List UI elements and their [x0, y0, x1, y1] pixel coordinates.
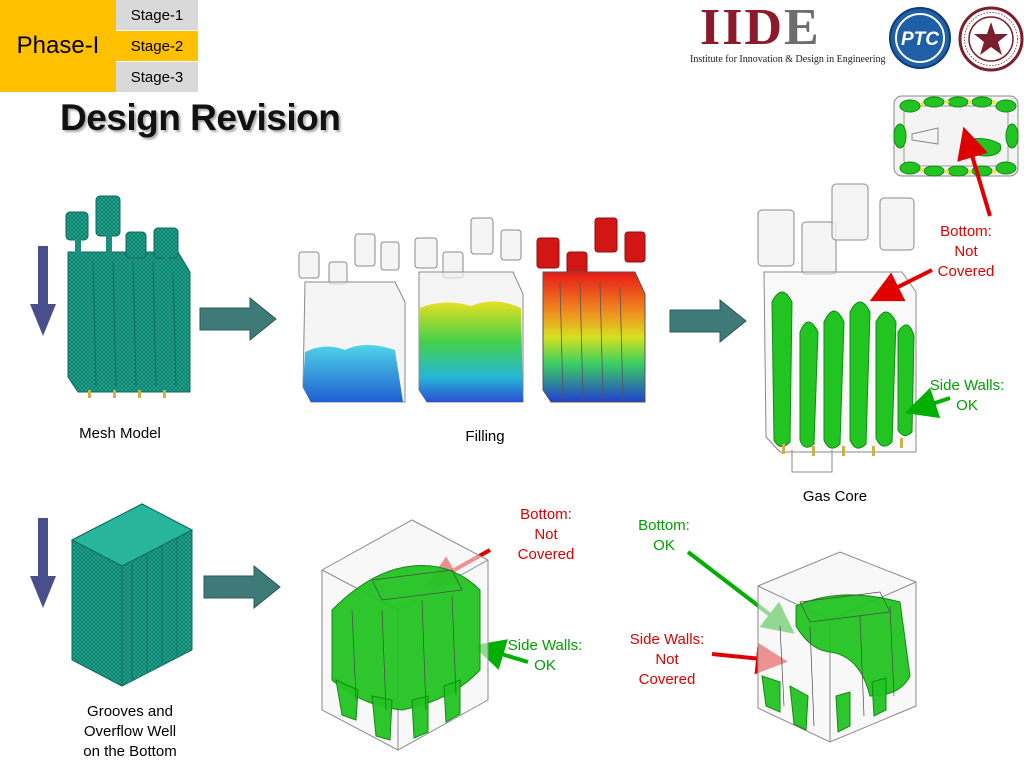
side-walls-ok-note: Side Walls: OK [922, 376, 1012, 416]
filling-caption: Filling [465, 428, 505, 445]
stage-3-label: Stage-3 [116, 62, 198, 92]
row2-side-walls-not-covered-note: Side Walls: Not Covered [618, 630, 716, 690]
row2-bottom-ok-note: Bottom: OK [626, 516, 702, 556]
gas-core-caption: Gas Core [802, 488, 868, 505]
green-arrow-icon [904, 387, 951, 419]
revised-gas-core-image-b [757, 551, 917, 743]
down-arrow-icon [30, 246, 56, 336]
note-line: OK [956, 397, 978, 414]
flow-arrow-icon [199, 296, 277, 342]
row2-side-walls-ok-note: Side Walls: OK [500, 636, 590, 676]
note-line: OK [653, 537, 675, 554]
grooves-mesh-image [70, 503, 194, 687]
down-arrow-icon [30, 518, 56, 608]
note-line: Not [534, 526, 558, 543]
note-line: Covered [638, 671, 696, 688]
note-line: Covered [517, 546, 575, 563]
mesh-model-image [58, 192, 203, 412]
note-line: Covered [937, 263, 995, 280]
flow-arrow-icon [669, 298, 747, 344]
red-arrow-icon [869, 268, 933, 302]
grooves-caption: Grooves and Overflow Well on the Bottom [62, 702, 198, 762]
revised-gas-core-image-a [321, 519, 489, 751]
note-line: Bottom: [638, 517, 690, 534]
note-line: Side Walls: [629, 631, 705, 648]
red-arrow-icon [957, 126, 992, 217]
caption-line: Grooves and [87, 703, 173, 720]
note-line: Not [655, 651, 679, 668]
green-arrow-icon [472, 639, 529, 670]
bottom-not-covered-note: Bottom: Not Covered [926, 222, 1006, 282]
stage-1-label: Stage-1 [116, 0, 198, 30]
filling-simulation-images [298, 217, 646, 403]
note-line: OK [534, 657, 556, 674]
note-line: Bottom: [940, 223, 992, 240]
university-seal-icon [958, 6, 1024, 72]
flow-arrow-icon [203, 564, 281, 610]
note-line: Not [954, 243, 978, 260]
iide-logo: IIDE Institute for Innovation & Design i… [690, 0, 886, 68]
iide-tagline: Institute for Innovation & Design in Eng… [690, 54, 886, 65]
row2-bottom-not-covered-note: Bottom: Not Covered [506, 505, 586, 565]
gas-core-image [757, 183, 917, 473]
mesh-model-caption: Mesh Model [79, 425, 161, 442]
caption-line: Overflow Well [83, 723, 177, 740]
note-line: Side Walls: [507, 637, 583, 654]
caption-line: on the Bottom [83, 743, 177, 760]
ptc-logo: PTC [889, 7, 951, 69]
iide-logo-letter-e: E [784, 0, 821, 56]
note-line: Side Walls: [929, 377, 1005, 394]
iide-logo-letters: IID [700, 0, 785, 56]
phase-label: Phase-I [0, 0, 116, 92]
stage-2-label-active: Stage-2 [116, 31, 198, 61]
note-line: Bottom: [520, 506, 572, 523]
page-title: Design Revision [60, 97, 341, 138]
ptc-logo-text: PTC [901, 29, 939, 50]
